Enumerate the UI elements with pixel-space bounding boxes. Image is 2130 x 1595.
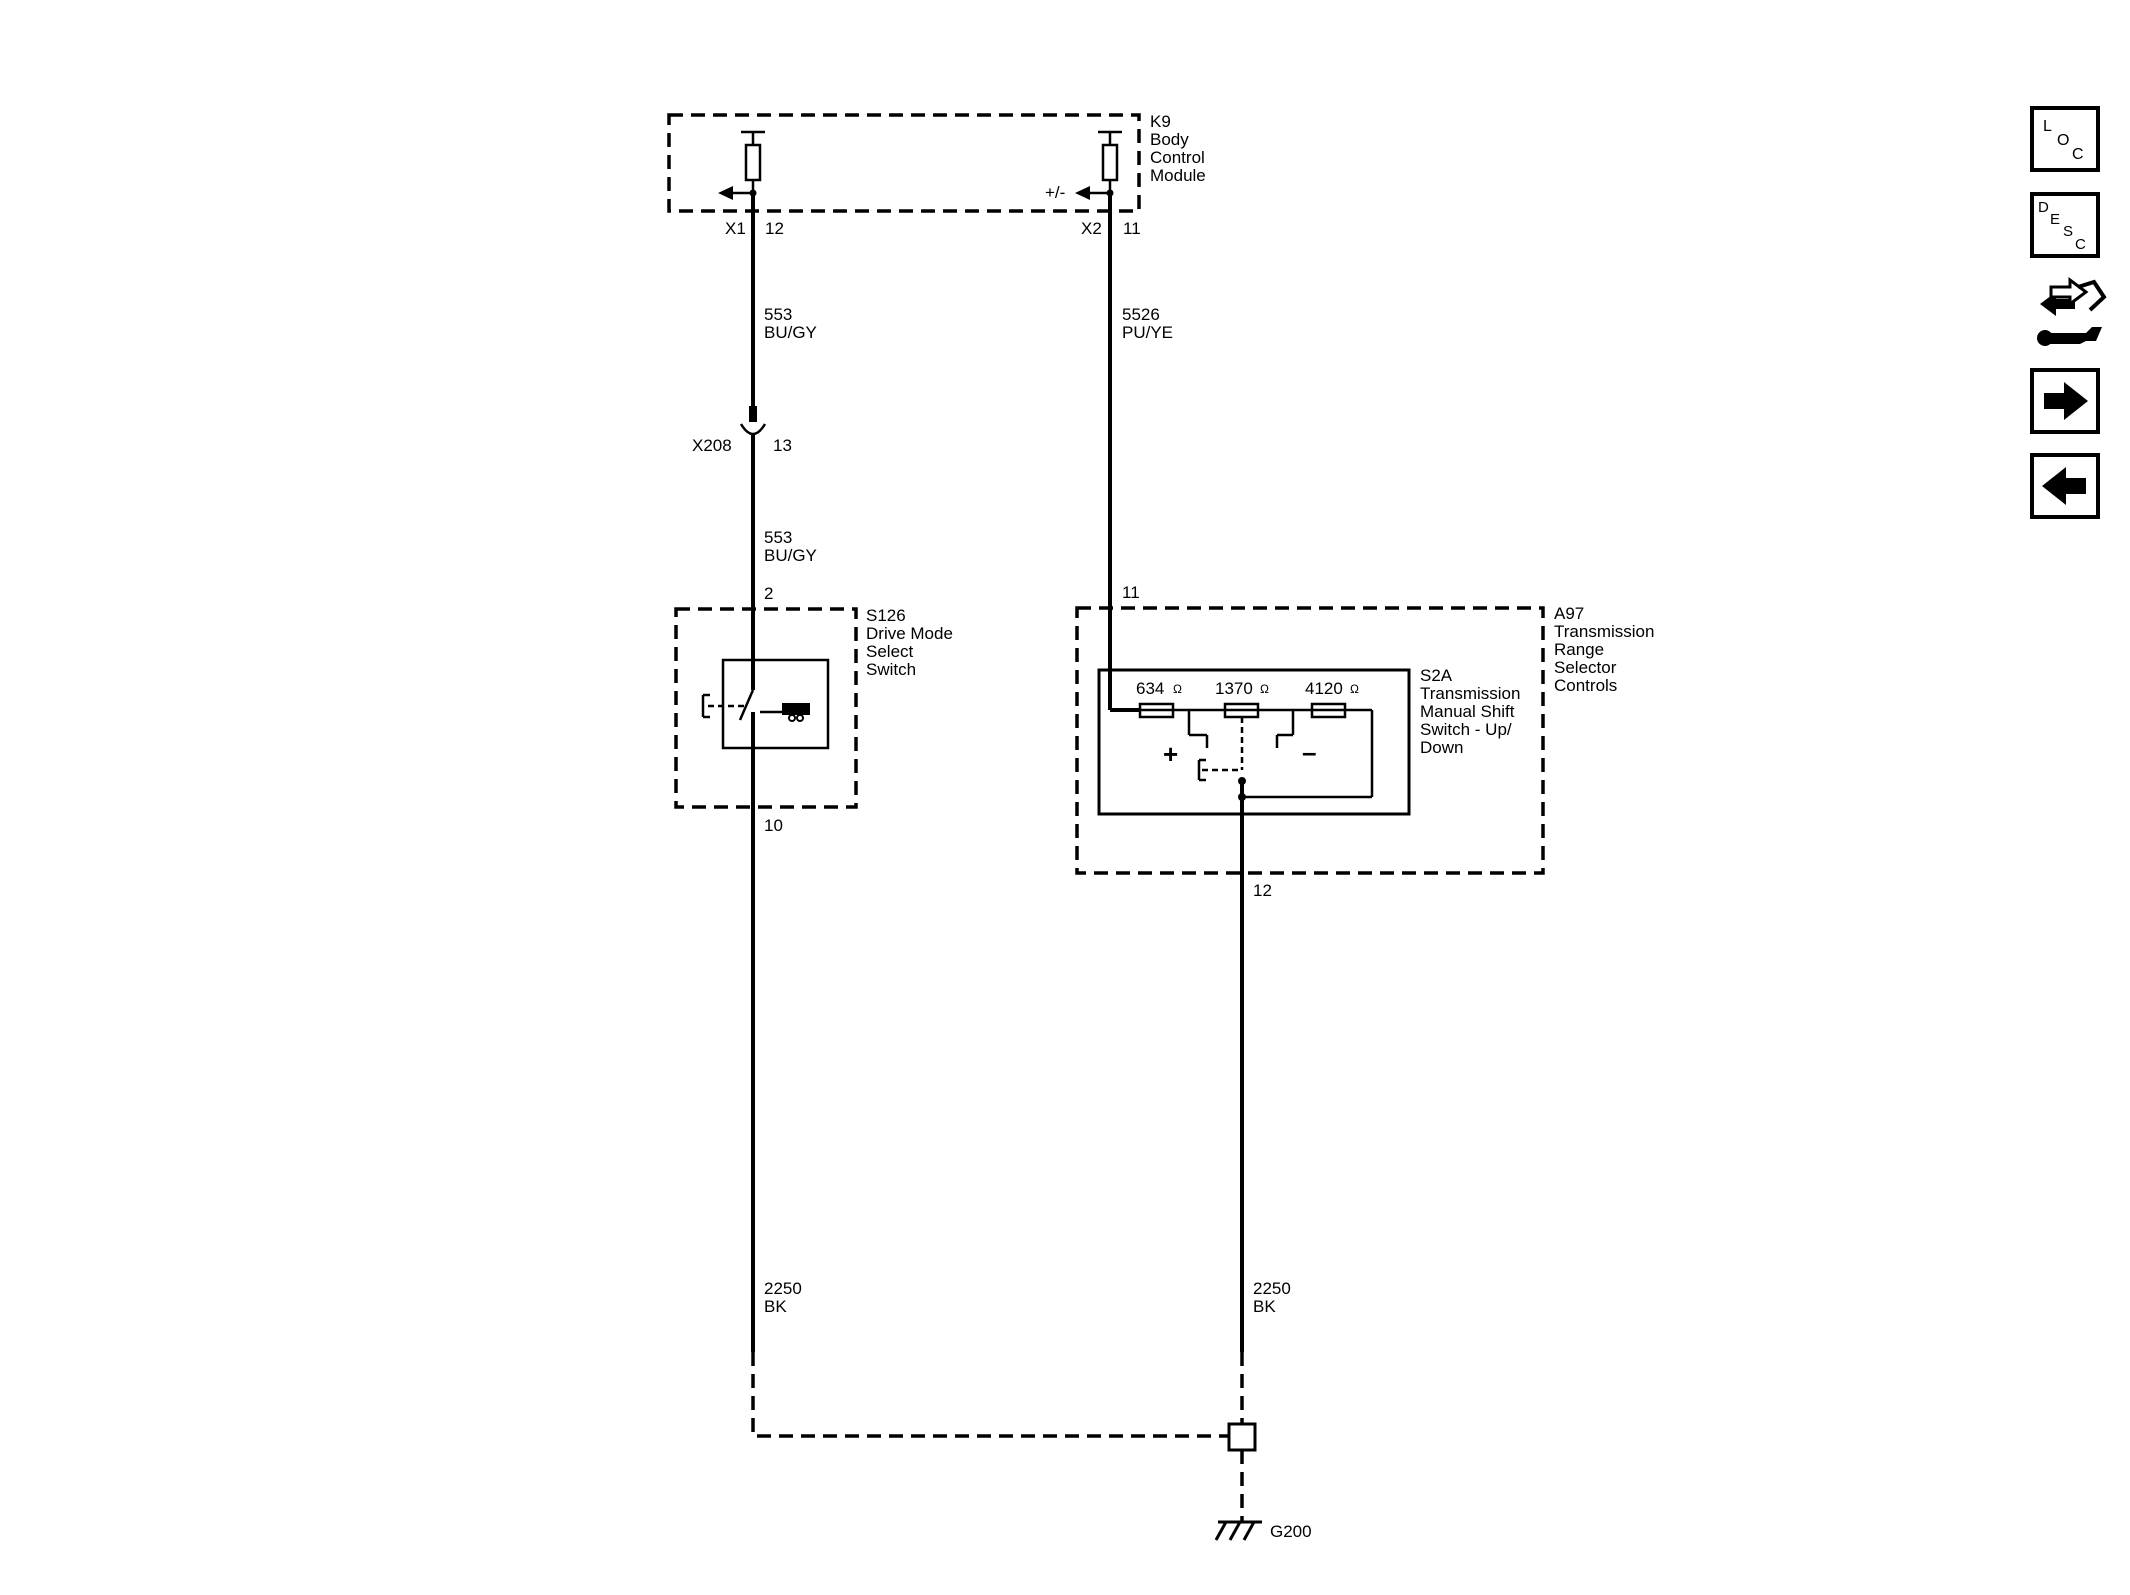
loc-button[interactable]: L O C bbox=[2030, 106, 2100, 172]
resistor-4120-value: 4120 bbox=[1305, 679, 1343, 698]
k9-left-input-symbol bbox=[718, 130, 765, 200]
resistor-4120-unit: Ω bbox=[1350, 682, 1359, 696]
s126-name-line-2: Select bbox=[866, 642, 914, 661]
k9-connector-x1: X1 bbox=[725, 219, 746, 238]
wire-553-lower-circuit: 553 bbox=[764, 528, 792, 547]
k9-pin-11: 11 bbox=[1123, 219, 1141, 238]
wire-553-lower[interactable]: 553 BU/GY bbox=[751, 433, 817, 660]
inline-connector-x208[interactable]: X208 13 bbox=[692, 406, 792, 455]
k9-output-label: +/- bbox=[1045, 183, 1065, 202]
s2a-plus-sign: + bbox=[1163, 739, 1178, 769]
a97-name-line-1: Transmission bbox=[1554, 622, 1654, 641]
s2a-manual-shift-switch[interactable]: S2A Transmission Manual Shift Switch - U… bbox=[1097, 666, 1520, 816]
wire-2250-left-color: BK bbox=[764, 1297, 787, 1316]
wire-553-lower-color: BU/GY bbox=[764, 546, 817, 565]
loc-letter-l: L bbox=[2043, 118, 2052, 135]
ground-g200[interactable]: G200 bbox=[751, 1352, 1312, 1541]
arrow-left-icon bbox=[2042, 467, 2086, 505]
s126-switch-symbol bbox=[701, 658, 830, 750]
k9-name-line-3: Module bbox=[1150, 166, 1206, 185]
a97-name-line-3: Selector bbox=[1554, 658, 1617, 677]
wire-5526-color: PU/YE bbox=[1122, 323, 1173, 342]
s2a-minus-sign: – bbox=[1302, 737, 1316, 767]
ground-id: G200 bbox=[1270, 1522, 1312, 1541]
k9-right-output-symbol bbox=[1075, 130, 1122, 200]
s126-name-line-1: Drive Mode bbox=[866, 624, 953, 643]
s2a-box bbox=[1097, 668, 1411, 816]
k9-body-control-module[interactable]: K9 Body Control Module +/- X1 12 X2 11 bbox=[667, 112, 1206, 238]
arrow-right-icon bbox=[2044, 382, 2088, 420]
s126-pin-top: 2 bbox=[764, 584, 773, 603]
loc-letter-o: O bbox=[2057, 132, 2069, 149]
wire-5526[interactable]: 5526 PU/YE bbox=[1108, 193, 1173, 710]
a97-transmission-range-selector-controls[interactable]: 11 A97 Transmission Range Selector Contr… bbox=[1075, 583, 1654, 900]
s2a-name-line-3: Switch - Up/ bbox=[1420, 720, 1512, 739]
s2a-name-line-1: Transmission bbox=[1420, 684, 1520, 703]
wire-2250-left-circuit: 2250 bbox=[764, 1279, 802, 1298]
x208-pin: 13 bbox=[773, 436, 792, 455]
k9-id: K9 bbox=[1150, 112, 1171, 131]
resistor-634 bbox=[1138, 702, 1175, 719]
x208-id: X208 bbox=[692, 436, 732, 455]
resistor-1370-unit: Ω bbox=[1260, 682, 1269, 696]
s126-pin-bottom: 10 bbox=[764, 816, 783, 835]
resistor-634-value: 634 bbox=[1136, 679, 1164, 698]
previous-page-button[interactable] bbox=[2030, 453, 2100, 519]
s2a-resistor-ladder bbox=[1110, 702, 1374, 814]
s126-switch-box bbox=[674, 607, 858, 809]
desc-letter-c: C bbox=[2075, 236, 2086, 253]
k9-module-box bbox=[667, 113, 1141, 213]
nav-buttons: L O C D E S C bbox=[2030, 106, 2107, 519]
connector-tool-button[interactable] bbox=[2037, 277, 2107, 346]
k9-pin-12: 12 bbox=[765, 219, 784, 238]
s126-name-line-3: Switch bbox=[866, 660, 916, 679]
a97-module-box bbox=[1075, 606, 1545, 875]
wire-553-upper-circuit: 553 bbox=[764, 305, 792, 324]
a97-pin-top: 11 bbox=[1122, 583, 1140, 602]
s2a-id: S2A bbox=[1420, 666, 1453, 685]
desc-button[interactable]: D E S C bbox=[2030, 192, 2100, 258]
k9-connector-x2: X2 bbox=[1081, 219, 1102, 238]
wire-553-upper[interactable]: 553 BU/GY bbox=[751, 193, 817, 412]
wire-2250-right-circuit: 2250 bbox=[1253, 1279, 1291, 1298]
ground-symbol-icon bbox=[1214, 1520, 1262, 1541]
s2a-name-line-2: Manual Shift bbox=[1420, 702, 1515, 721]
desc-letter-s: S bbox=[2063, 223, 2073, 240]
resistor-4120 bbox=[1310, 702, 1347, 719]
resistor-1370-value: 1370 bbox=[1215, 679, 1253, 698]
ground-splice-pack bbox=[1227, 1422, 1257, 1452]
s126-drive-mode-select-switch[interactable]: 2 S126 Drive Mode Select Switch 10 bbox=[674, 584, 953, 835]
wire-2250-right-color: BK bbox=[1253, 1297, 1276, 1316]
k9-name-line-2: Control bbox=[1150, 148, 1205, 167]
s2a-name-line-4: Down bbox=[1420, 738, 1463, 757]
loc-letter-c: C bbox=[2072, 146, 2084, 163]
wire-2250-left[interactable]: 2250 BK bbox=[751, 748, 802, 1352]
a97-id: A97 bbox=[1554, 604, 1584, 623]
a97-name-line-4: Controls bbox=[1554, 676, 1617, 695]
a97-pin-bottom: 12 bbox=[1253, 881, 1272, 900]
wire-2250-right[interactable]: 2250 BK bbox=[1240, 814, 1291, 1352]
connector-tool-icon bbox=[2037, 277, 2107, 346]
a97-name-line-2: Range bbox=[1554, 640, 1604, 659]
k9-name-line-1: Body bbox=[1150, 130, 1189, 149]
wire-5526-circuit: 5526 bbox=[1122, 305, 1160, 324]
desc-letter-e: E bbox=[2050, 211, 2060, 228]
desc-letter-d: D bbox=[2038, 199, 2049, 216]
s126-id: S126 bbox=[866, 606, 906, 625]
next-page-button[interactable] bbox=[2030, 368, 2100, 434]
resistor-634-unit: Ω bbox=[1173, 682, 1182, 696]
wire-553-upper-color: BU/GY bbox=[764, 323, 817, 342]
